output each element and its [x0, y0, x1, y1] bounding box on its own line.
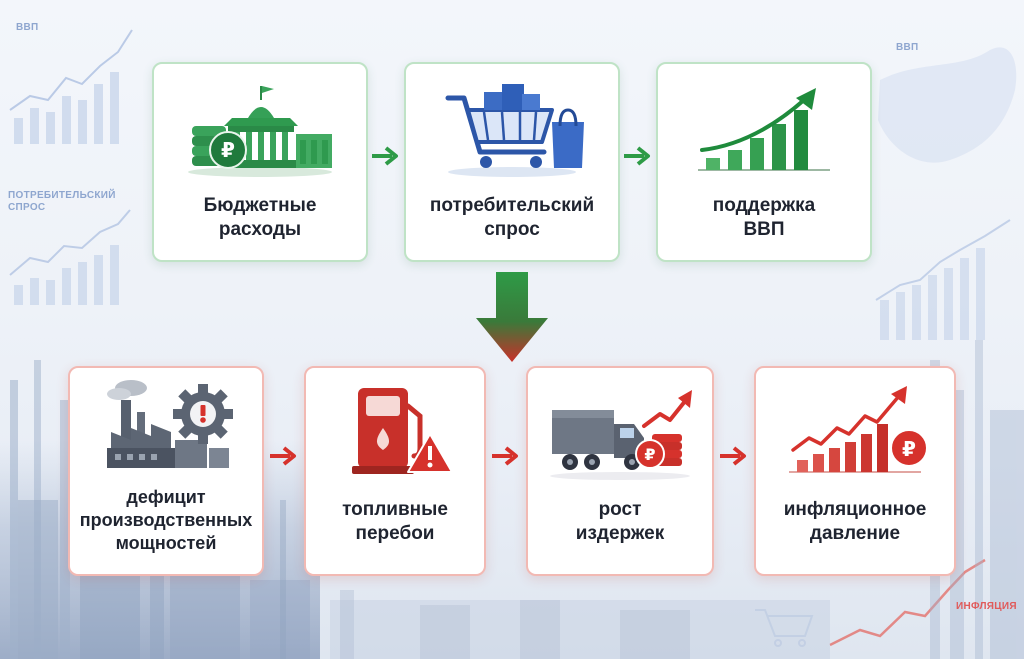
bg-label-gdp-right: ВВП	[896, 42, 919, 53]
card-capacity-shortage: дефицит производственных мощностей	[68, 366, 264, 576]
svg-text:₽: ₽	[221, 138, 235, 162]
bg-label-inflation: ИНФЛЯЦИЯ	[956, 601, 1017, 612]
card-label-fuel-disruptions: топливные перебои	[342, 499, 448, 544]
card-label-budget-spending: Бюджетные расходы	[203, 195, 317, 240]
arrow-right-icon	[372, 146, 398, 166]
svg-text:₽: ₽	[644, 445, 655, 464]
card-gdp-support: поддержка ВВП	[656, 62, 872, 262]
truck-costs-icon: ₽	[550, 390, 692, 480]
government-building-ruble-icon: ₽	[188, 86, 332, 177]
factory-gear-warning-icon	[107, 380, 233, 468]
arrow-right-icon	[270, 446, 296, 466]
card-label-capacity-shortage: дефицит производственных мощностей	[79, 487, 253, 553]
card-label-rising-costs: рост издержек	[575, 499, 665, 544]
svg-text:₽: ₽	[902, 437, 916, 461]
fuel-pump-warning-icon	[352, 388, 453, 474]
arrow-right-icon	[624, 146, 650, 166]
card-consumer-demand: потребительский спрос	[404, 62, 620, 262]
inflation-chart-ruble-icon: ₽	[789, 386, 928, 473]
shopping-cart-icon	[445, 84, 584, 177]
card-label-inflation-pressure: инфляционное давление	[783, 499, 927, 544]
card-budget-spending: ₽ Бюджетные расходы	[152, 62, 368, 262]
bg-label-gdp-left: ВВП	[16, 22, 39, 33]
card-inflation-pressure: ₽ инфляционное давление	[754, 366, 956, 576]
card-label-gdp-support: поддержка ВВП	[712, 195, 816, 240]
card-label-consumer-demand: потребительский спрос	[429, 195, 595, 240]
card-rising-costs: ₽ рост издержек	[526, 366, 714, 576]
arrow-right-icon	[720, 446, 746, 466]
arrow-down-icon	[476, 272, 548, 362]
card-fuel-disruptions: топливные перебои	[304, 366, 486, 576]
growth-chart-icon	[698, 88, 830, 171]
bg-label-consumer-demand: ПОТРЕБИТЕЛЬСКИЙ СПРОС	[8, 190, 116, 213]
arrow-right-icon	[492, 446, 518, 466]
